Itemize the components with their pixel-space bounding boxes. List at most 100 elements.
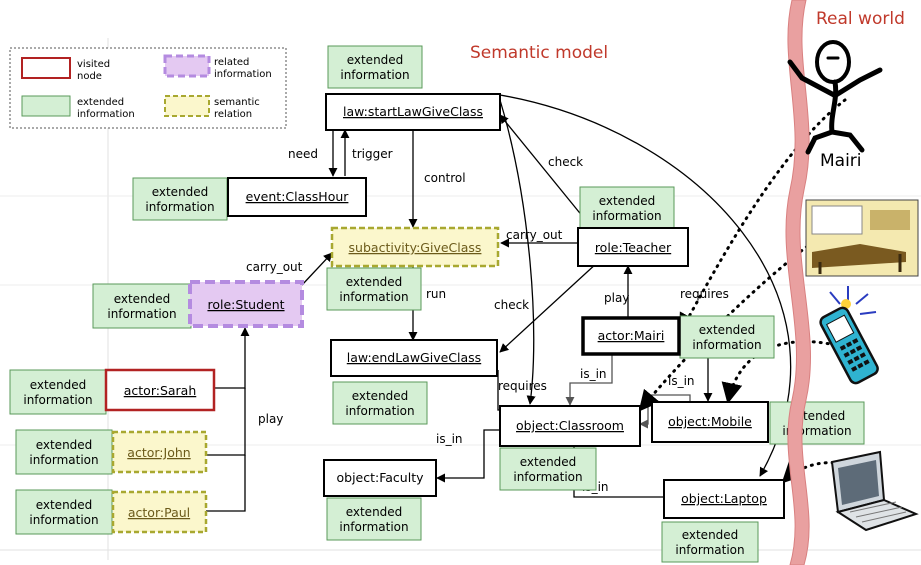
ext-teacher: extended information [579, 186, 675, 230]
ext-laptop: extended information [661, 521, 759, 563]
laptop-icon [830, 450, 919, 532]
legend-related-2: information [214, 69, 272, 80]
ext-faculty: extended information [326, 497, 422, 541]
svg-text:information: information [339, 290, 408, 304]
svg-text:extended: extended [30, 378, 87, 392]
edge-label-carry-out-2: carry_out [246, 260, 303, 274]
ext-mairi: extended information [679, 315, 775, 359]
svg-text:extended: extended [599, 194, 656, 208]
svg-text:extended: extended [347, 53, 404, 67]
edge-label-is-in-1: is_in [580, 367, 607, 381]
svg-text:event:ClassHour: event:ClassHour [246, 189, 350, 204]
svg-text:information: information [29, 513, 98, 527]
svg-text:actor:John: actor:John [127, 445, 190, 460]
legend-semantic: semantic [214, 97, 260, 108]
ext-john: extended information [15, 429, 113, 475]
mobile-phone-icon [819, 286, 879, 385]
svg-text:information: information [339, 520, 408, 534]
edge-label-need: need [288, 147, 318, 161]
svg-text:actor:Paul: actor:Paul [128, 505, 190, 520]
legend: visited node related information extende… [9, 47, 287, 129]
legend-visited: visited [77, 59, 110, 70]
legend-semantic-2: relation [214, 109, 252, 120]
svg-text:information: information [592, 209, 661, 223]
node-object-laptop[interactable]: object:Laptop [663, 479, 785, 519]
svg-text:role:Teacher: role:Teacher [595, 240, 672, 255]
svg-text:extended: extended [114, 292, 171, 306]
ext-sarah: extended information [9, 369, 107, 415]
ext-law-start: extended information [327, 45, 423, 89]
svg-text:object:Faculty: object:Faculty [337, 470, 425, 485]
svg-text:information: information [23, 393, 92, 407]
real-world-ribbon [785, 0, 811, 565]
svg-text:object:Classroom: object:Classroom [516, 418, 624, 433]
ext-law-end: extended information [332, 381, 428, 425]
edge-label-play-2: play [258, 412, 283, 426]
svg-text:law:startLawGiveClass: law:startLawGiveClass [343, 104, 483, 119]
svg-text:extended: extended [352, 389, 409, 403]
svg-text:extended: extended [36, 498, 93, 512]
classroom-image [805, 199, 919, 277]
svg-text:extended: extended [346, 505, 403, 519]
svg-text:information: information [345, 404, 414, 418]
node-actor-paul[interactable]: actor:Paul [111, 490, 208, 534]
edge-labels: need trigger control check carry_out car… [246, 147, 729, 494]
edge-label-is-in-3: is_in [436, 432, 463, 446]
node-law-end[interactable]: law:endLawGiveClass [330, 339, 498, 377]
node-actor-john[interactable]: actor:John [111, 430, 208, 474]
edge-label-trigger: trigger [352, 147, 393, 161]
svg-text:information: information [675, 543, 744, 557]
svg-text:information: information [107, 307, 176, 321]
ext-classhour: extended information [132, 177, 228, 221]
ext-mobile: extended information [769, 401, 865, 445]
edge-label-play-1: play [604, 291, 629, 305]
ext-paul: extended information [15, 489, 113, 535]
node-law-start[interactable]: law:startLawGiveClass [325, 93, 501, 131]
edge-label-is-in-2: is_in [668, 374, 695, 388]
edge-label-requires-1: requires [680, 287, 729, 301]
svg-text:object:Mobile: object:Mobile [668, 414, 752, 429]
svg-text:extended: extended [682, 528, 739, 542]
node-object-classroom[interactable]: object:Classroom [499, 405, 641, 447]
svg-text:information: information [513, 470, 582, 484]
ext-subactivity: extended information [326, 267, 422, 311]
legend-extended-2: information [77, 109, 135, 120]
node-event-classhour[interactable]: event:ClassHour [227, 177, 367, 217]
edge-label-control: control [424, 171, 466, 185]
semantic-model-title: Semantic model [470, 43, 608, 63]
extended-info-boxes: extended information extended informatio… [9, 45, 865, 563]
node-object-mobile[interactable]: object:Mobile [651, 401, 769, 443]
legend-related: related [214, 57, 249, 68]
ext-student: extended information [92, 283, 192, 329]
svg-text:actor:Sarah: actor:Sarah [124, 383, 197, 398]
edge-label-carry-out-1: carry_out [506, 228, 563, 242]
svg-text:extended: extended [699, 323, 756, 337]
svg-text:extended: extended [152, 185, 209, 199]
nodes: law:startLawGiveClass event:ClassHour su… [104, 93, 785, 534]
svg-text:information: information [340, 68, 409, 82]
svg-text:extended: extended [346, 275, 403, 289]
svg-text:object:Laptop: object:Laptop [681, 491, 767, 506]
node-object-faculty[interactable]: object:Faculty [323, 459, 437, 497]
svg-text:information: information [692, 338, 761, 352]
legend-visited-2: node [77, 71, 102, 82]
svg-text:actor:Mairi: actor:Mairi [598, 328, 665, 343]
node-actor-sarah[interactable]: actor:Sarah [104, 368, 216, 412]
svg-text:law:endLawGiveClass: law:endLawGiveClass [347, 350, 481, 365]
real-world-title: Real world [816, 9, 905, 29]
edge-label-requires-2: requires [498, 379, 547, 393]
person-figure [787, 40, 883, 155]
svg-text:role:Student: role:Student [207, 297, 284, 312]
node-role-student[interactable]: role:Student [188, 280, 304, 328]
ext-classroom: extended information [499, 447, 597, 491]
svg-text:extended: extended [36, 438, 93, 452]
edge-label-check-2: check [494, 298, 529, 312]
svg-text:extended: extended [520, 455, 577, 469]
node-subactivity[interactable]: subactivity:GiveClass [330, 226, 500, 268]
person-name: Mairi [820, 151, 862, 171]
legend-extended: extended [77, 97, 124, 108]
node-role-teacher[interactable]: role:Teacher [577, 227, 689, 267]
node-actor-mairi[interactable]: actor:Mairi [581, 316, 681, 356]
svg-text:subactivity:GiveClass: subactivity:GiveClass [349, 240, 482, 255]
